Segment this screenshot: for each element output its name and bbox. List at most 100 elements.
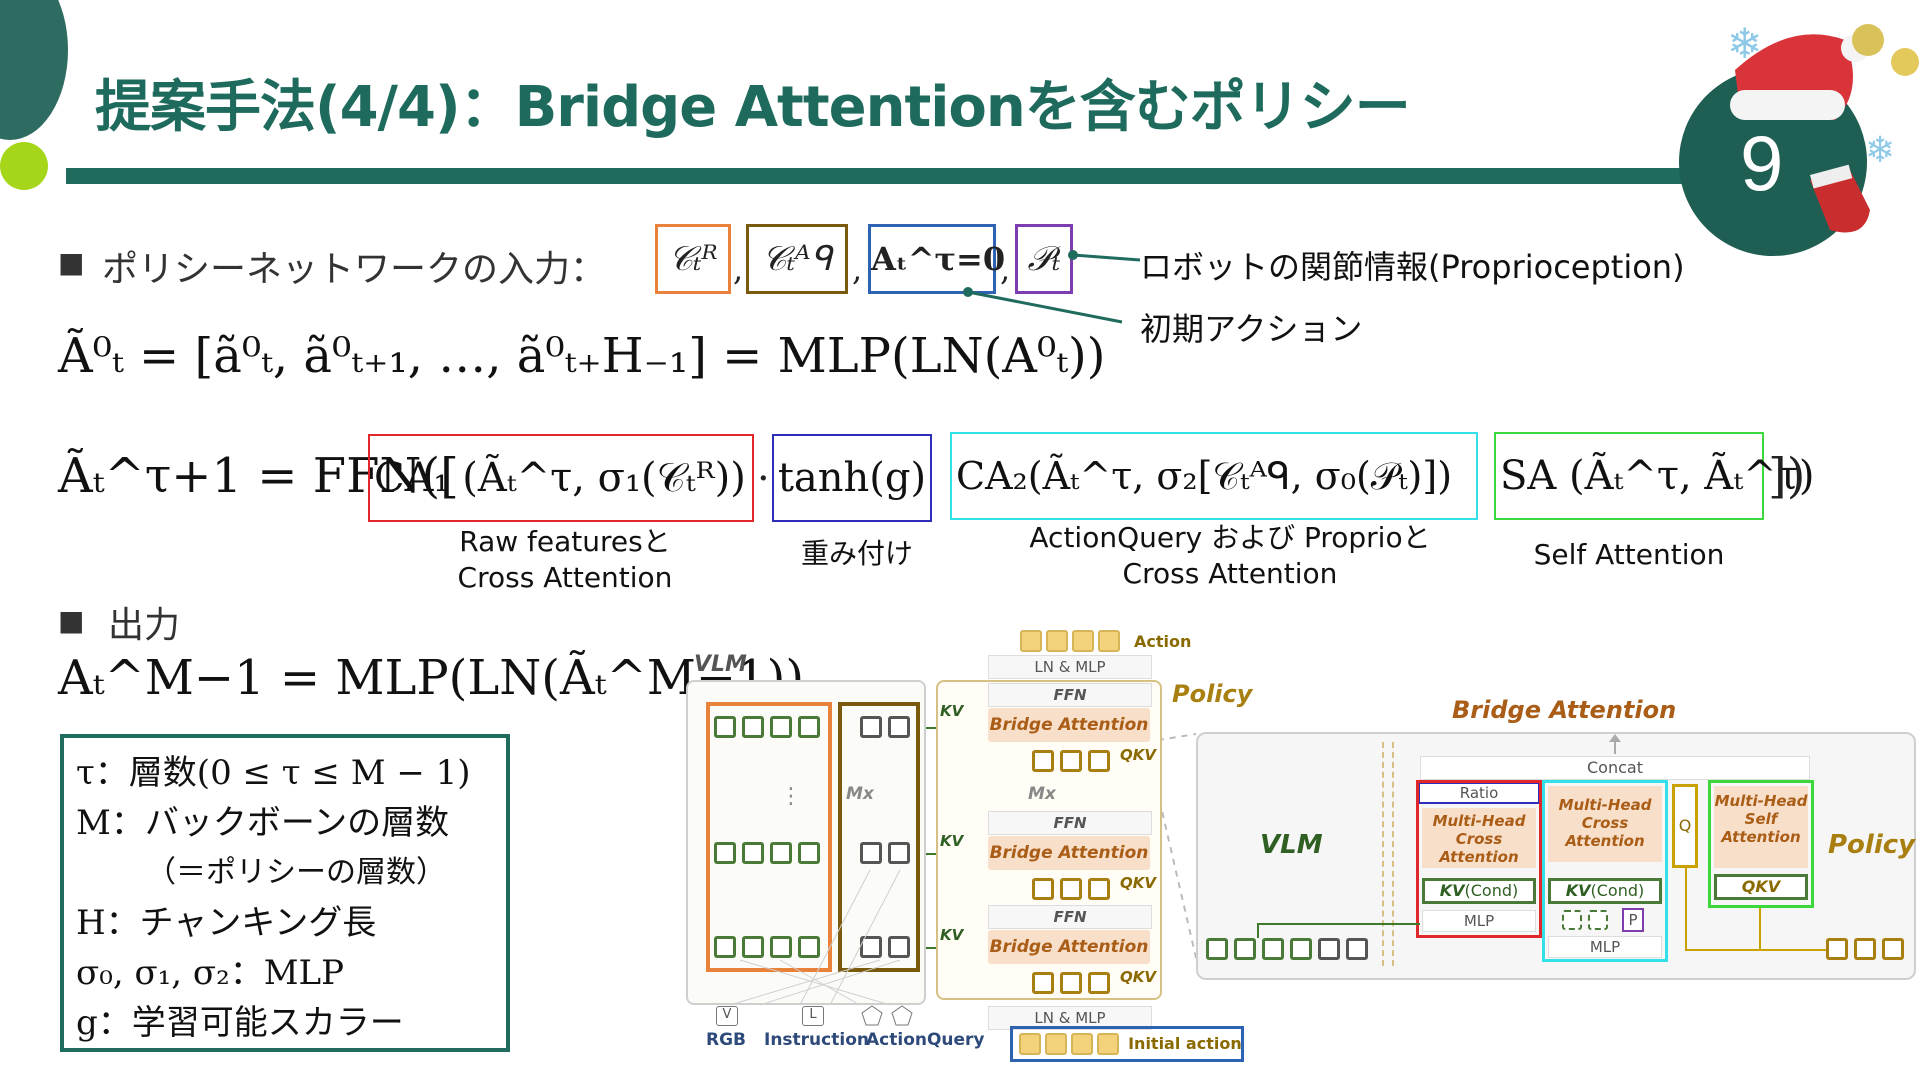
policy-tokens	[1032, 972, 1116, 998]
label-tanh: 重み付け	[800, 537, 913, 570]
equation-tanh-box: tanh(g)	[772, 434, 932, 522]
inputs-label: ポリシーネットワークの入力：	[102, 249, 607, 290]
q-block: Q	[1672, 784, 1698, 868]
ffn-block: FFN	[988, 683, 1152, 707]
kv-cond-1: KV(Cond)	[1422, 878, 1536, 904]
equation-initial-embedding: Ã⁰ₜ = [ã⁰ₜ, ã⁰ₜ₊₁, …, ã⁰ₜ₊H₋₁] = MLP(LN(…	[58, 328, 1106, 384]
equation-ca2-box: CA₂(Ãₜ^τ, σ₂[𝒞ₜᴬᑫ, σ₀(𝒫ₜ)])	[950, 432, 1478, 520]
caption-action-query: ActionQuery	[866, 1030, 985, 1050]
vlm-dots: ⋮	[780, 784, 802, 809]
bridge-attention-block: Bridge Attention	[988, 930, 1150, 964]
proprio-p: P	[1622, 908, 1644, 932]
vlm-aq-tokens	[860, 716, 916, 742]
vlm-raw-features	[706, 702, 832, 972]
annotation-initial-action: 初期アクション	[1140, 310, 1363, 348]
kv-label: KV	[940, 926, 964, 944]
diagram-vlm-label: VLM	[694, 652, 747, 677]
icon-rgb: V	[716, 1006, 738, 1026]
legend-line: τ：層数(0 ≤ τ ≤ M − 1)	[76, 753, 471, 793]
detail-vlm-label: VLM	[1260, 830, 1323, 860]
vlm-aq-tokens	[860, 842, 916, 868]
input-commas: ,	[1000, 250, 1011, 288]
legend-line: M：バックボーンの層数	[76, 803, 450, 843]
legend-line: σ₀, σ₁, σ₂：MLP	[76, 953, 345, 993]
action-label: Action	[1134, 632, 1192, 651]
icon-instruction: L	[802, 1006, 824, 1026]
output-bullet: ■	[58, 604, 85, 637]
caption-rgb: RGB	[706, 1030, 747, 1050]
equation-output: Aₜ^M−1 = MLP(LN(Ãₜ^M−1))	[58, 650, 805, 706]
vlm-tokens-row	[714, 936, 826, 962]
symbol-legend: τ：層数(0 ≤ τ ≤ M − 1) M：バックボーンの層数 （＝ポリシーの層…	[60, 734, 510, 1052]
page-title: 提案手法(4/4)：Bridge Attentionを含むポリシー	[95, 75, 1411, 140]
input-commas: ,	[852, 250, 863, 288]
input-token-cr: 𝒞ₜᴿ	[655, 224, 731, 294]
ffn-block: FFN	[988, 811, 1152, 835]
qkv-label: QKV	[1120, 968, 1156, 986]
detail-vlm-tokens	[1206, 938, 1374, 964]
detail-policy-tokens	[1826, 938, 1910, 964]
policy-mx: Mx	[1028, 784, 1056, 804]
action-tokens	[1020, 630, 1124, 656]
initial-action-box: Initial action	[1010, 1026, 1244, 1062]
policy-tokens	[1032, 878, 1116, 904]
title-rule	[66, 168, 1706, 184]
diagram-policy-label: Policy	[1172, 680, 1253, 708]
input-token-a0: 𝐀ₜ^τ=0	[868, 224, 1005, 294]
kv-cond-2: KV(Cond)	[1548, 878, 1662, 904]
qkv-label: QKV	[1120, 874, 1156, 892]
ln-mlp-top: LN & MLP	[988, 655, 1152, 679]
detail-title: Bridge Attention	[1452, 696, 1677, 724]
kv-label: KV	[940, 832, 964, 850]
svg-text:❄: ❄	[1727, 19, 1762, 68]
vlm-mx: Mx	[846, 784, 874, 804]
vlm-tokens-row	[714, 716, 826, 742]
cross-attention-raw	[1416, 780, 1542, 938]
mh-self-attention: Multi-Head Self Attention	[1714, 786, 1808, 868]
page-number: 9	[1740, 119, 1784, 207]
mh-cross-attention-1: Multi-Head Cross Attention	[1422, 808, 1536, 868]
christmas-decoration: ❄ ❄	[1679, 19, 1919, 256]
equation-update-lhs: Ãₜ^τ+1 = FFN([	[58, 448, 459, 504]
caption-instruction: Instruction	[764, 1030, 869, 1050]
vlm-aq-tokens	[860, 936, 916, 962]
vlm-action-query	[838, 702, 920, 972]
self-attention-block	[1708, 780, 1814, 908]
equation-ca1-box: CA₁ (Ãₜ^τ, σ₁(𝒞ₜᴿ))	[368, 434, 754, 522]
mlp-2: MLP	[1548, 936, 1662, 958]
ratio-block: Ratio	[1418, 782, 1540, 804]
svg-text:❄: ❄	[1865, 130, 1895, 171]
vlm-tokens-row	[714, 842, 826, 868]
concat-block: Concat	[1420, 756, 1810, 780]
detail-policy-label: Policy	[1828, 830, 1916, 860]
inputs-bullet: ■	[58, 246, 85, 279]
kv-label: KV	[940, 702, 964, 720]
label-sa: Self Attention	[1533, 538, 1725, 571]
mh-cross-attention-2: Multi-Head Cross Attention	[1548, 786, 1662, 862]
bridge-attention-block: Bridge Attention	[988, 836, 1150, 870]
policy-tokens	[1032, 750, 1116, 776]
legend-line: H：チャンキング長	[76, 903, 377, 943]
bridge-attention-block: Bridge Attention	[988, 708, 1150, 742]
corner-decoration	[0, 0, 68, 190]
legend-line: （＝ポリシーの層数）	[146, 855, 446, 890]
annotation-proprioception: ロボットの関節情報(Proprioception)	[1140, 248, 1685, 286]
equation-dot: ·	[757, 456, 770, 502]
cross-attention-aq	[1542, 780, 1668, 962]
qkv-block: QKV	[1714, 874, 1808, 900]
ffn-block: FFN	[988, 905, 1152, 929]
qkv-label: QKV	[1120, 746, 1156, 764]
action-query-icon	[861, 1005, 913, 1026]
equation-end: ])	[1768, 448, 1806, 504]
output-label: 出力	[108, 605, 181, 646]
legend-line: g：学習可能スカラー	[76, 1003, 404, 1043]
equation-sa-box: SA (Ãₜ^τ, Ãₜ^τ)	[1494, 432, 1814, 520]
input-token-caq: 𝒞ₜᴬᑫ	[746, 224, 848, 294]
input-commas: ,	[733, 250, 744, 288]
detail-divider	[1382, 742, 1394, 966]
mlp-1: MLP	[1422, 910, 1536, 932]
